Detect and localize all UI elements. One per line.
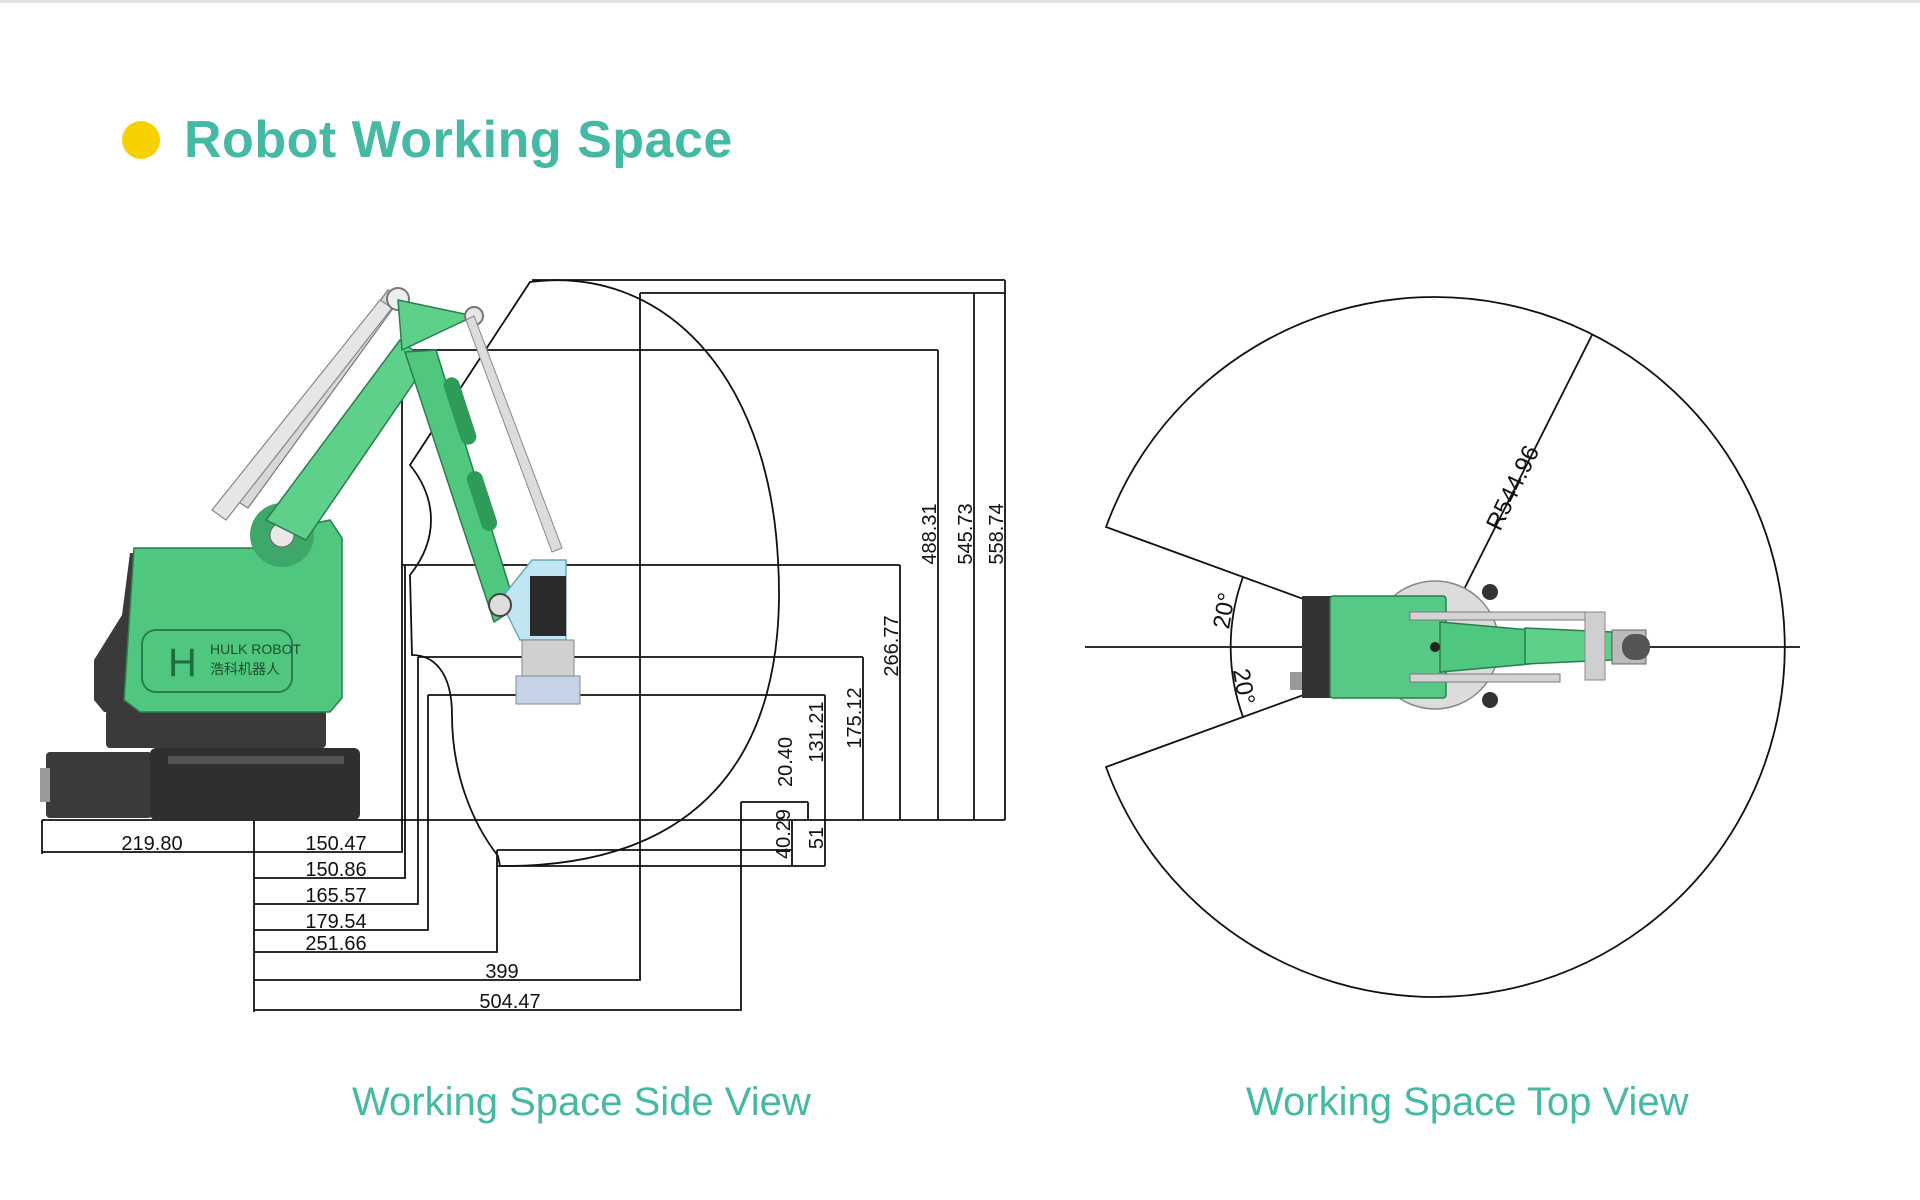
top-divider [0,0,1920,3]
dim-h-150-86: 150.86 [305,859,366,881]
top-angle-upper-label: 20° [1208,590,1241,630]
top-view-angle-arc [1229,576,1244,718]
top-view-caption: Working Space Top View [1246,1080,1689,1124]
side-horizontal-dimension-labels: 219.80 150.47 150.86 165.57 179.54 251.6… [121,833,540,1013]
side-brand-cn: 浩科机器人 [210,661,280,677]
dim-v-266-77: 266.77 [881,615,903,676]
top-green-body [1329,595,1447,699]
page-title: Robot Working Space [184,111,733,169]
side-view-work-envelope [408,279,780,867]
side-rotating-base [150,748,360,820]
dim-h-150-47: 150.47 [305,833,366,855]
dim-v-131-21: 131.21 [806,701,828,762]
side-vertical-dimension-labels: 40.29 20.40 51 131.21 175.12 266.77 488.… [773,503,1008,859]
title-bullet-dot [122,121,160,159]
top-radius-label: R544.96 [1481,441,1545,534]
dim-v-558-74: 558.74 [986,503,1008,564]
dim-h-399: 399 [485,961,518,983]
dim-v-175-12: 175.12 [844,687,866,748]
side-brand-letter: H [168,641,197,685]
dim-h-165-57: 165.57 [305,885,366,907]
side-rear-motor [46,752,152,818]
page-header: Robot Working Space [122,110,733,170]
side-brand-name: HULK ROBOT [210,641,301,657]
top-angle-lower-label: 20° [1227,666,1260,706]
side-view-caption: Working Space Side View [352,1080,811,1124]
dim-h-251-66: 251.66 [305,933,366,955]
side-view-diagram [41,279,1006,1012]
dim-h-179-54: 179.54 [305,911,366,933]
dim-v-545-73: 545.73 [955,503,977,564]
dim-v-20-40: 20.40 [775,737,797,787]
side-robot-illustration: H HULK ROBOT 浩科机器人 [40,287,581,820]
dim-h-219-80: 219.80 [121,833,182,855]
dim-v-488-31: 488.31 [919,503,941,564]
dim-v-51: 51 [806,827,828,849]
dim-h-504-47: 504.47 [479,991,540,1013]
top-robot-illustration [1290,580,1650,710]
dim-v-40-29: 40.29 [773,809,795,859]
